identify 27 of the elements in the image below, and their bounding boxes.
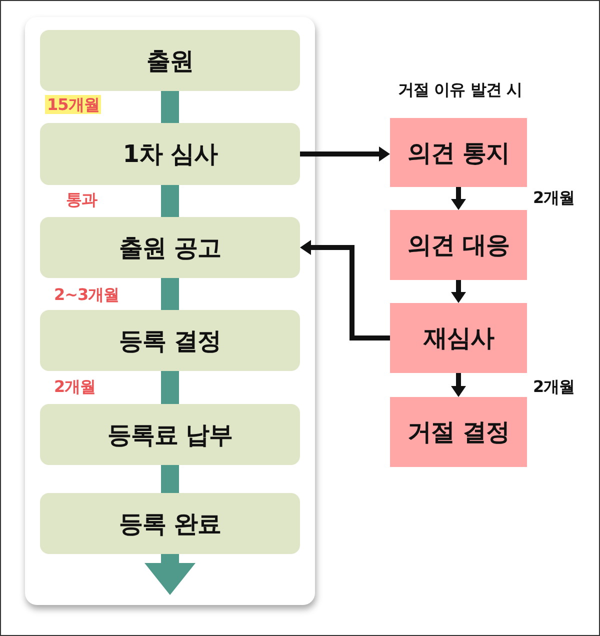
edge-label: 2~3개월	[54, 285, 120, 304]
process-box: 1차 심사	[40, 123, 300, 185]
process-box: 의견 통지	[390, 118, 527, 187]
process-box: 등록 완료	[40, 493, 300, 554]
edge-label: 통과	[66, 190, 97, 210]
edge-label: 15개월	[45, 95, 102, 114]
process-box: 거절 결정	[390, 397, 527, 467]
process-box: 등록 결정	[40, 310, 300, 371]
process-box: 등록료 납부	[40, 404, 300, 465]
arrow	[300, 240, 390, 340]
process-box: 출원	[40, 30, 300, 91]
arrow	[451, 280, 466, 303]
column-heading: 거절 이유 발견 시	[398, 80, 522, 100]
arrow	[300, 146, 390, 162]
arrow	[451, 187, 466, 210]
edge-label: 2개월	[54, 377, 96, 396]
connector-bar	[161, 371, 179, 404]
connector-bar	[161, 185, 179, 217]
connector-bar	[161, 91, 179, 123]
process-box: 재심사	[390, 303, 527, 373]
connector-bar	[161, 278, 179, 310]
process-box: 의견 대응	[390, 210, 527, 280]
edge-label: 2개월	[533, 377, 575, 396]
process-box: 출원 공고	[40, 217, 300, 278]
edge-label: 2개월	[533, 188, 575, 208]
connector-bar	[161, 465, 179, 493]
arrow	[451, 373, 466, 397]
